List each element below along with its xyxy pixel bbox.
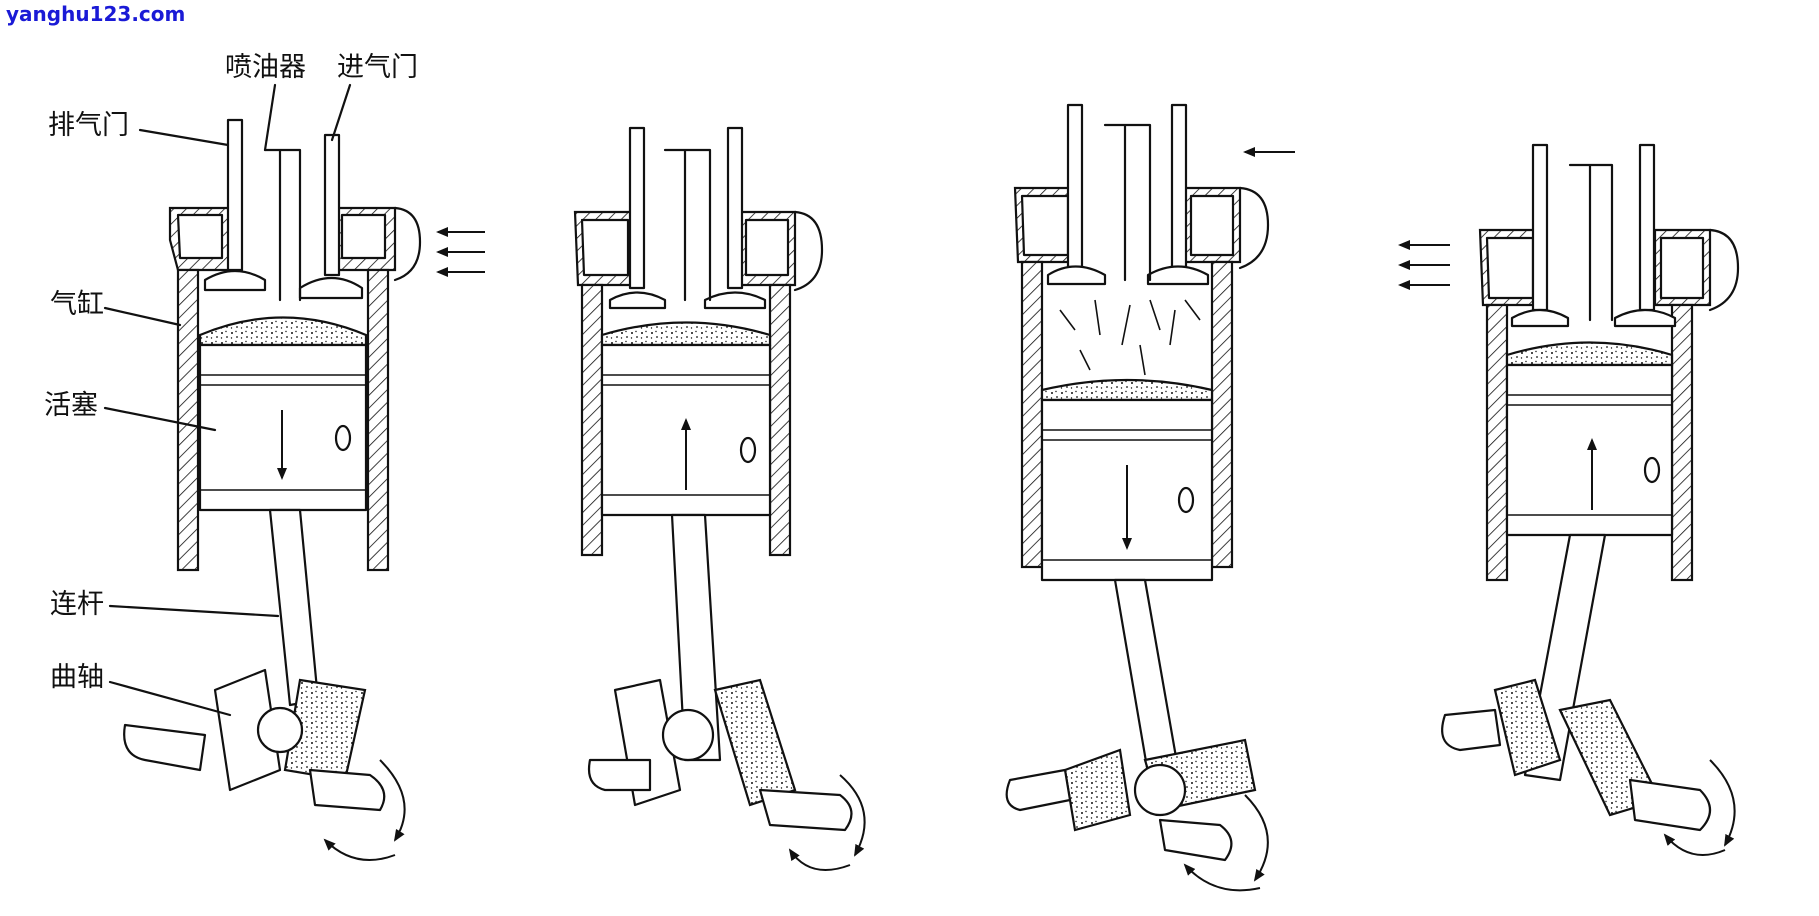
stage-1-engine (123, 118, 422, 861)
label-connecting-rod: 连杆 (50, 589, 104, 620)
stage-3-engine (1005, 103, 1270, 892)
label-injector: 喷油器 (225, 52, 306, 83)
labels: 喷油器 进气门 排气门 气缸 活塞 连杆 曲轴 (44, 52, 418, 717)
stage-2-engine (573, 126, 866, 871)
label-cylinder: 气缸 (50, 289, 104, 320)
stage-1-gas-arrows (436, 227, 485, 277)
stage-4-engine (1441, 143, 1740, 856)
label-intake-valve: 进气门 (337, 52, 418, 83)
watermark: yanghu123.com (6, 2, 186, 26)
stage-4-gas-arrows (1398, 240, 1450, 290)
label-exhaust-valve: 排气门 (48, 110, 129, 141)
label-piston: 活塞 (44, 390, 98, 421)
label-crankshaft: 曲轴 (50, 662, 104, 693)
